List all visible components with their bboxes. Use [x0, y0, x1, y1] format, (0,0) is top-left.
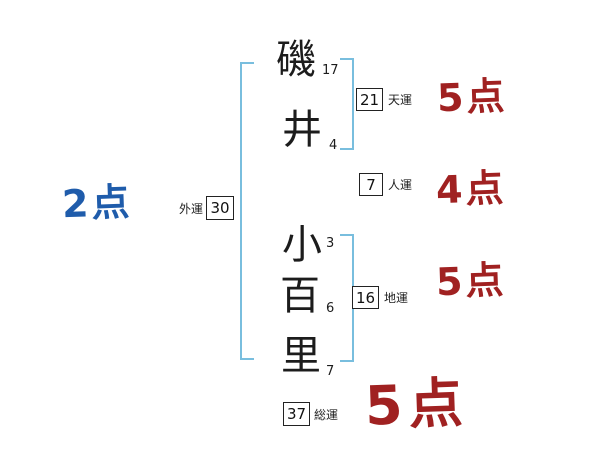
name-char-5: 里 — [281, 333, 321, 379]
outer-luck-value-box: 30 — [206, 196, 234, 220]
stroke-count-5: 7 — [326, 364, 335, 379]
heaven-luck-score: 5点 — [436, 73, 509, 121]
heaven-luck-value-box: 21 — [356, 88, 383, 111]
name-char-1: 磯 — [276, 37, 316, 83]
heaven-luck-label: 天運 — [388, 93, 413, 107]
outer-luck-bracket — [240, 62, 254, 360]
total-luck-value-box: 37 — [283, 402, 310, 426]
outer-luck-label: 外運 — [179, 202, 204, 216]
earth-luck-label: 地運 — [384, 291, 409, 305]
person-luck-score: 4点 — [435, 165, 508, 213]
heaven-luck-bracket — [340, 58, 354, 150]
heaven-luck-value: 21 — [359, 90, 380, 109]
stroke-count-4: 6 — [326, 301, 335, 316]
stroke-count-3: 3 — [326, 236, 335, 251]
outer-luck-value: 30 — [210, 199, 230, 217]
person-luck-label: 人運 — [388, 178, 413, 192]
total-luck-value: 37 — [286, 405, 307, 423]
total-luck-score: 5点 — [363, 371, 470, 438]
earth-luck-value: 16 — [355, 288, 376, 307]
stroke-count-2: 4 — [329, 138, 338, 153]
stroke-count-1: 17 — [322, 63, 339, 78]
person-luck-value: 7 — [366, 175, 376, 194]
outer-luck-score: 2点 — [61, 179, 134, 227]
person-luck-value-box: 7 — [359, 173, 383, 196]
earth-luck-score: 5点 — [435, 257, 508, 305]
total-luck-label: 総運 — [314, 408, 339, 422]
name-char-3: 小 — [282, 222, 322, 268]
earth-luck-value-box: 16 — [352, 286, 379, 309]
name-char-4: 百 — [280, 273, 320, 319]
name-char-2: 井 — [282, 107, 322, 153]
